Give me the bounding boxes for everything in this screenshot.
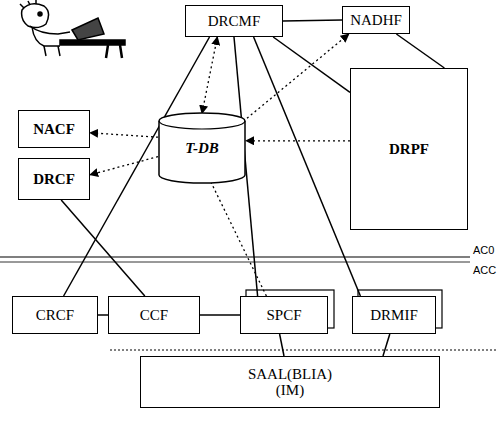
- box-label: DRPF: [389, 141, 429, 158]
- function-box: DRMIF: [352, 296, 436, 334]
- box-label: DRCF: [33, 171, 75, 188]
- function-box: NADHF: [342, 6, 410, 34]
- function-box: CCF: [108, 296, 200, 334]
- database-cylinder: T-DB: [158, 112, 246, 184]
- connector: [283, 20, 342, 21]
- box-label: CRCF: [36, 307, 74, 324]
- box-label: SPCF: [266, 307, 301, 324]
- function-box: CRCF: [12, 296, 98, 334]
- box-label: DRMIF: [370, 307, 418, 324]
- boundary-line: [0, 262, 470, 263]
- connector: [273, 37, 350, 92]
- box-label: SAAL(BLIA): [248, 366, 332, 383]
- dotted-connector: [246, 140, 350, 141]
- dotted-connector: [202, 37, 217, 113]
- connector: [280, 334, 284, 356]
- connector: [98, 314, 108, 316]
- box-label: NACF: [33, 121, 75, 138]
- function-box: DRCMF: [185, 5, 283, 37]
- dotted-connector: [90, 157, 158, 175]
- box-label: T-DB: [185, 140, 219, 157]
- connector: [396, 34, 444, 68]
- dotted-connector: [211, 182, 267, 296]
- box-label: NADHF: [350, 12, 402, 29]
- connector: [200, 314, 240, 316]
- function-box: DRPF: [350, 68, 468, 230]
- function-box: SPCF: [240, 296, 328, 334]
- box-label: DRCMF: [208, 13, 261, 30]
- box-label: (IM): [276, 382, 304, 399]
- dotted-boundary: [110, 350, 498, 351]
- connector: [383, 334, 390, 356]
- boundary-line: [0, 256, 470, 257]
- box-label: CCF: [140, 307, 168, 324]
- layer-label: ACC: [472, 264, 497, 276]
- layer-label: AC0: [472, 244, 495, 256]
- function-box: DRCF: [18, 158, 90, 200]
- connector: [61, 200, 145, 296]
- dotted-connector: [90, 133, 158, 137]
- layer-box: SAAL(BLIA)(IM): [140, 356, 440, 408]
- function-box: NACF: [18, 110, 90, 148]
- dotted-connector: [235, 34, 348, 128]
- user-illustration: [20, 0, 125, 58]
- connector: [254, 37, 361, 296]
